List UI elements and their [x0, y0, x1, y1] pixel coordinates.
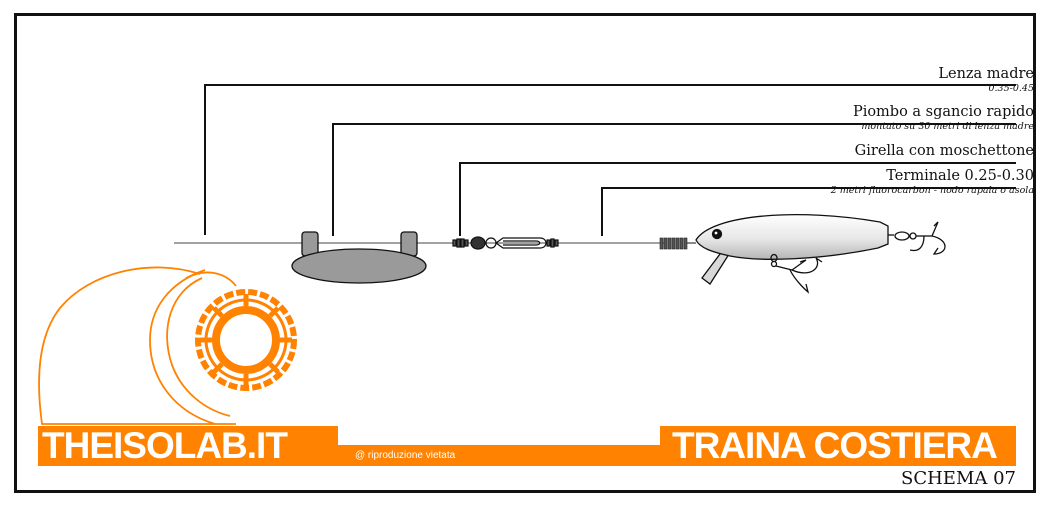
label-piombo: Piombo a sgancio rapido montato su 30 me… [853, 104, 1034, 132]
label-terminale: Terminale 0.25-0.30 2 metri fluorocarbon… [831, 168, 1034, 196]
leader-terminale [601, 187, 1016, 236]
label-lenza-madre: Lenza madre 0.35-0.45 [938, 66, 1034, 94]
leader-girella [459, 162, 1016, 236]
title-banner [660, 426, 1016, 466]
quick-release-sinker [291, 231, 427, 284]
label-lenza-title: Lenza madre [938, 66, 1034, 82]
label-terminale-title: Terminale 0.25-0.30 [886, 168, 1034, 184]
schema-label: SCHEMA 07 [901, 468, 1016, 489]
leader-piombo [332, 123, 1016, 236]
label-lenza-detail: 0.35-0.45 [988, 83, 1034, 94]
theisolab-logo [38, 266, 297, 425]
label-girella-title: Girella con moschettone [854, 143, 1034, 159]
main-title: TRAINA COSTIERA [672, 425, 998, 466]
leader-lenza [204, 84, 1016, 235]
knot-coil [659, 237, 688, 250]
label-piombo-title: Piombo a sgancio rapido [852, 104, 1034, 120]
label-girella: Girella con moschettone [855, 143, 1034, 160]
minnow-lure [695, 214, 946, 294]
leader-lines [204, 84, 1016, 236]
copyright-note: @ riproduzione vietata [355, 450, 456, 461]
copyright-strip [338, 445, 660, 466]
site-banner [38, 426, 338, 466]
snap-swivel [452, 236, 559, 250]
diagram-frame [14, 13, 1036, 493]
site-name: THEISOLAB.IT [42, 425, 288, 466]
label-terminale-detail: 2 metri fluorocarbon - nodo rapala o aso… [830, 185, 1034, 196]
label-piombo-detail: montato su 30 metri di lenza madre [861, 121, 1034, 132]
